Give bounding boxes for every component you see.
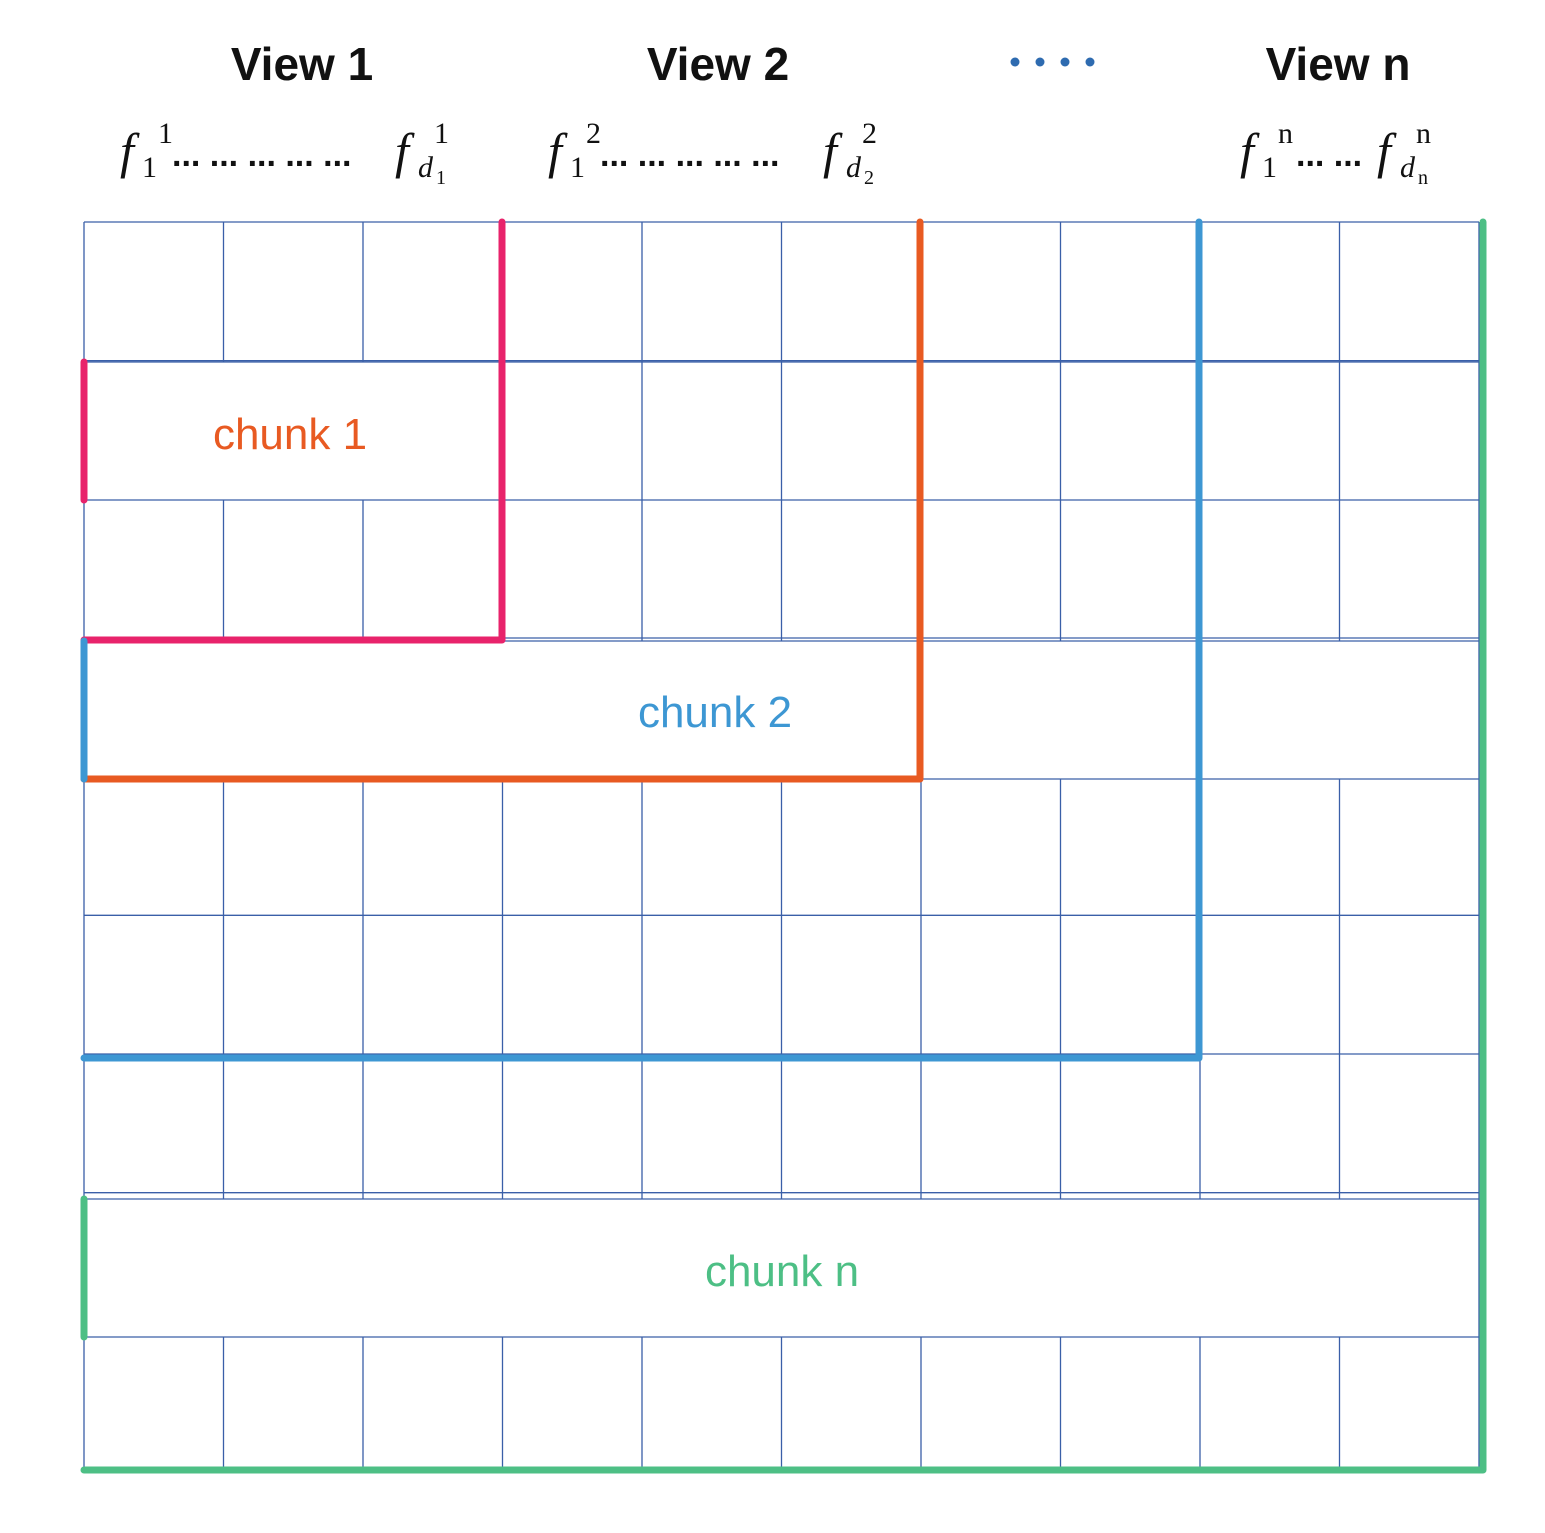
final-border <box>80 218 1487 1474</box>
feature-symbol: f <box>823 123 843 179</box>
feature-subscript-d: d <box>846 151 862 184</box>
feature-subscript-index: 2 <box>864 167 874 189</box>
view-n-title: View n <box>1266 38 1411 90</box>
chunk-2-label: chunk 2 <box>638 688 792 737</box>
feature-subscript-d: d <box>1400 151 1416 184</box>
view-2-features: f 1 2 ... ... ... ... ... f d 2 2 <box>548 117 877 189</box>
feature-superscript: n <box>1278 117 1293 150</box>
chunk-1-label: chunk 1 <box>213 410 367 459</box>
chunk-n-label: chunk n <box>705 1247 859 1296</box>
view-2-title: View 2 <box>647 38 789 90</box>
feature-superscript: n <box>1416 117 1431 150</box>
feature-symbol: f <box>395 123 415 179</box>
view-1-features: f 1 1 ... ... ... ... ... f d 1 1 <box>120 117 449 189</box>
chunk-3-border <box>80 218 1203 1062</box>
feature-superscript: 2 <box>586 117 601 150</box>
view-1-title: View 1 <box>231 38 373 90</box>
feature-superscript: 2 <box>862 117 877 150</box>
feature-symbol: f <box>1240 123 1260 179</box>
chunk-borders <box>80 218 1487 1474</box>
chunk-1-border <box>80 218 506 644</box>
feature-dots: ... ... ... ... ... <box>600 136 779 174</box>
feature-dots: ... ... <box>1296 136 1362 174</box>
feature-symbol: f <box>548 123 568 179</box>
feature-symbol: f <box>1377 123 1397 179</box>
chunk-n-band <box>84 1199 1479 1337</box>
feature-subscript-index: 1 <box>436 167 446 189</box>
feature-subscript: 1 <box>142 151 157 184</box>
view-n-features: f 1 n ... ... f d n n <box>1240 117 1431 189</box>
feature-subscript-d: d <box>418 151 434 184</box>
feature-dots: ... ... ... ... ... <box>172 136 351 174</box>
feature-superscript: 1 <box>158 117 173 150</box>
feature-subscript-index: n <box>1418 167 1428 189</box>
feature-symbol: f <box>120 123 140 179</box>
feature-subscript: 1 <box>570 151 585 184</box>
chunk-2-border <box>80 218 924 783</box>
view-ellipsis <box>1010 57 1095 67</box>
feature-superscript: 1 <box>434 117 449 150</box>
feature-subscript: 1 <box>1262 151 1277 184</box>
chunk-2-band <box>84 641 1479 779</box>
